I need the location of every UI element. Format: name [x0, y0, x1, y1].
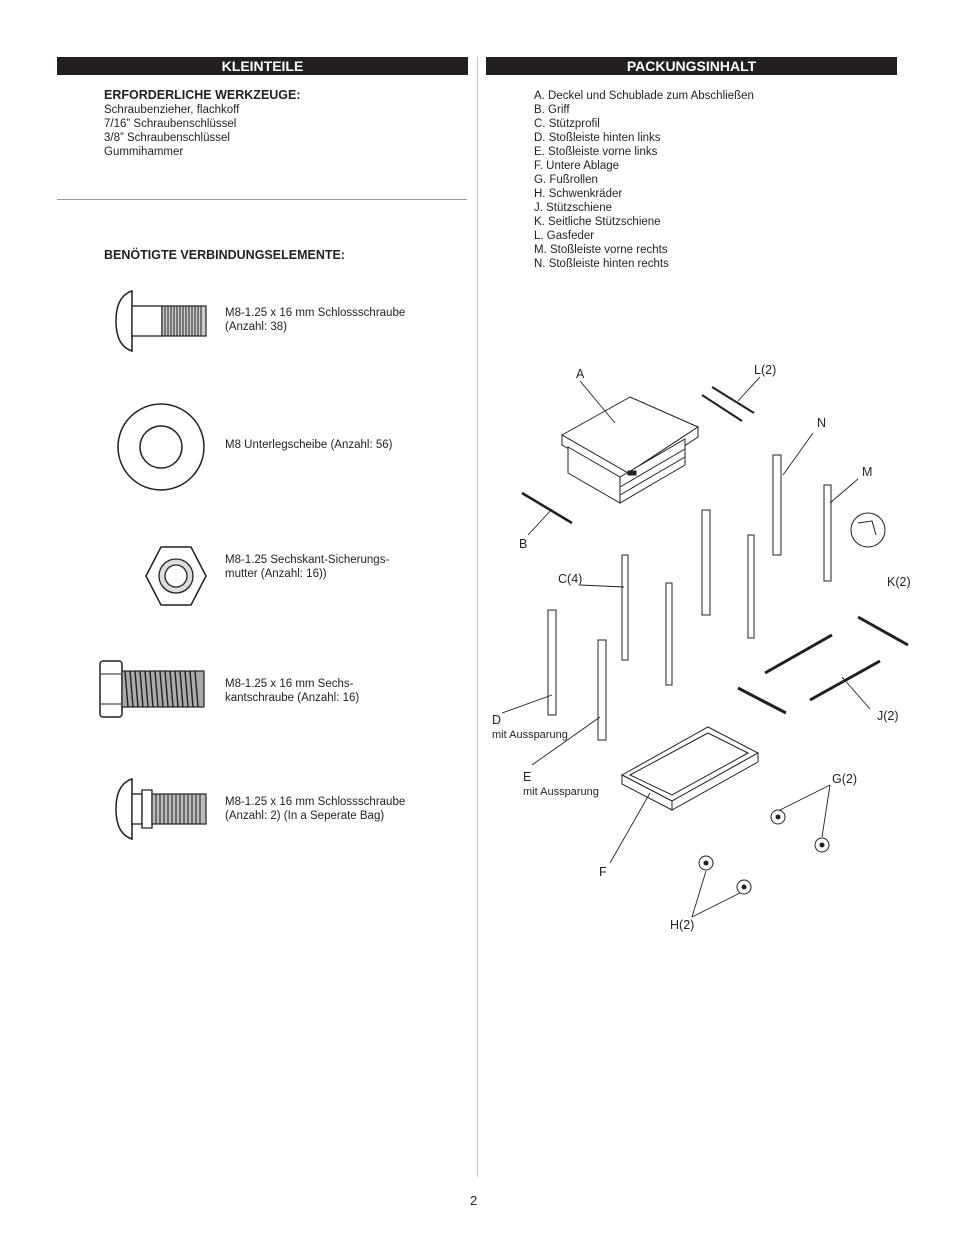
bottom-shelf-part-f: [620, 726, 760, 811]
fasteners-title: BENÖTIGTE VERBINDUNGSELEMENTE:: [104, 248, 345, 262]
rail-part-m: [823, 484, 832, 582]
diagram-label-f: F: [599, 865, 607, 879]
fastener-4-line1: M8-1.25 x 16 mm Sechs-: [225, 678, 354, 690]
list-item: K. Seitliche Stützschiene: [534, 216, 661, 228]
list-item: H. Schwenkräder: [534, 188, 623, 200]
hex-bolt-icon: [99, 660, 205, 718]
list-item: N. Stoßleiste hinten rechts: [534, 258, 669, 270]
carriage-bolt-icon: [115, 289, 207, 353]
diagram-label-j: J(2): [877, 709, 899, 723]
column-divider: [477, 57, 478, 1177]
diagram-label-d-sub: mit Aussparung: [492, 729, 568, 741]
carriage-bolt-with-nut-icon: [115, 777, 207, 841]
fastener-3-line2: mutter (Anzahl: 16)): [225, 568, 327, 580]
gas-spring-part-l: [701, 386, 755, 422]
tools-title: ERFORDERLICHE WERKZEUGE:: [104, 88, 301, 102]
diagram-label-n: N: [817, 416, 827, 430]
fastener-1-line2: (Anzahl: 38): [225, 321, 288, 333]
diagram-label-k: K(2): [887, 575, 911, 589]
list-item: E. Stoßleiste vorne links: [534, 146, 658, 158]
list-item: C. Stützprofil: [534, 118, 600, 130]
kleinteile-header: KLEINTEILE: [57, 57, 468, 75]
fastener-4-line2: kantschraube (Anzahl: 16): [225, 692, 360, 704]
hex-lock-nut-icon: [145, 546, 207, 606]
washer-icon: [117, 403, 205, 491]
list-item: J. Stützschiene: [534, 202, 612, 214]
tool-item: Schraubenzieher, flachkoff: [104, 104, 240, 116]
tool-item: 7/16” Schraubenschlüssel: [104, 118, 237, 130]
fastener-5-line2: (Anzahl: 2) (In a Seperate Bag): [225, 810, 385, 822]
diagram-label-c: C(4): [558, 572, 583, 586]
parts-diagram: [501, 376, 909, 918]
diagram-label-l: L(2): [754, 363, 777, 377]
bumper-rail-part-e: [597, 639, 607, 741]
bumper-rail-part-d: [547, 609, 557, 716]
diagram-label-e: E: [523, 770, 532, 784]
lockbox-part-a: [560, 396, 700, 504]
caster-part-g: [770, 809, 830, 853]
leader-lines: [501, 376, 871, 918]
handle-part-b: [521, 491, 573, 525]
tool-item: Gummihammer: [104, 146, 184, 158]
fastener-3-line1: M8-1.25 Sechskant-Sicherungs-: [225, 554, 390, 566]
list-item: B. Griff: [534, 104, 570, 116]
parts-list: A. Deckel und Schublade zum Abschließen …: [534, 89, 754, 271]
diagram-label-d: D: [492, 713, 502, 727]
section-divider: [57, 199, 467, 200]
diagram-label-b: B: [519, 537, 528, 551]
side-support-part-k: [857, 615, 909, 647]
fastener-2-line1: M8 Unterlegscheibe (Anzahl: 56): [225, 439, 393, 451]
list-item: A. Deckel und Schublade zum Abschließen: [534, 90, 754, 102]
support-rail-part-j: [764, 633, 833, 675]
list-item: F. Untere Ablage: [534, 160, 620, 172]
diagram-label-m: M: [862, 465, 873, 479]
list-item: L. Gasfeder: [534, 230, 595, 242]
support-profile-part-c: [621, 509, 755, 686]
packungsinhalt-header: PACKUNGSINHALT: [486, 57, 897, 75]
rail-m-detail: [850, 512, 886, 548]
list-item: D. Stoßleiste hinten links: [534, 132, 661, 144]
list-item: M. Stoßleiste vorne rechts: [534, 244, 668, 256]
page-number: 2: [470, 1193, 478, 1208]
list-item: G. Fußrollen: [534, 174, 598, 186]
fastener-1-line1: M8-1.25 x 16 mm Schlossschraube: [225, 307, 406, 319]
diagram-label-a: A: [576, 367, 585, 381]
diagram-label-e-sub: mit Aussparung: [523, 786, 599, 798]
swivel-wheel-part-h: [698, 855, 752, 895]
fastener-5-line1: M8-1.25 x 16 mm Schlossschraube: [225, 796, 406, 808]
rail-part-n: [772, 454, 782, 556]
diagram-label-h: H(2): [670, 918, 695, 932]
diagram-label-g: G(2): [832, 772, 857, 786]
tool-item: 3/8” Schraubenschlüssel: [104, 132, 230, 144]
